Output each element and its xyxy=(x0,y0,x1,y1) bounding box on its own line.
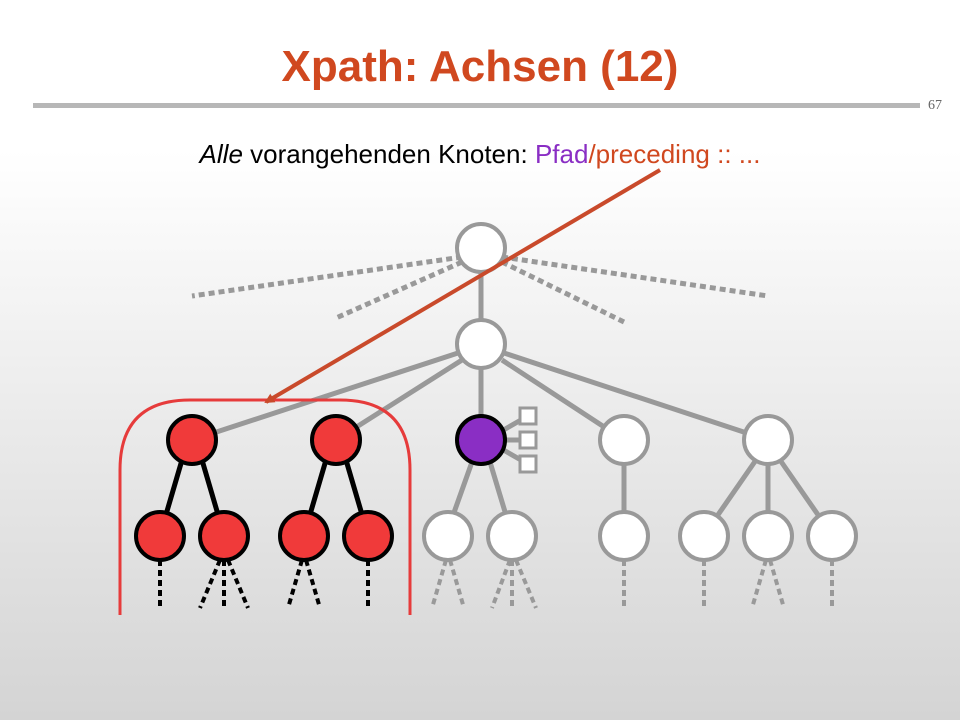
attribute-nodes xyxy=(518,406,538,474)
edge-parent-child1 xyxy=(191,350,459,443)
descendant-node xyxy=(422,510,474,562)
subtitle: Alle vorangehenden Knoten: Pfad/precedin… xyxy=(0,139,960,170)
subtitle-slash: / xyxy=(588,139,596,169)
root-node xyxy=(455,222,507,274)
attribute-node xyxy=(518,430,538,450)
preceding-node xyxy=(278,510,330,562)
black-dotted-leaves xyxy=(158,559,370,609)
subtitle-italic-word: Alle xyxy=(199,139,243,169)
preceding-node xyxy=(198,510,250,562)
preceding-node xyxy=(310,414,362,466)
edge-parent-child5 xyxy=(503,350,769,443)
following-node xyxy=(598,510,650,562)
following-node xyxy=(742,414,794,466)
parent-node xyxy=(455,318,507,370)
following-node xyxy=(806,510,858,562)
subtitle-text: vorangehenden Knoten: xyxy=(242,139,535,169)
root-branch-near-right xyxy=(500,259,626,325)
page-number: 67 xyxy=(928,98,942,113)
title-divider xyxy=(33,103,920,108)
descendant-node xyxy=(486,510,538,562)
context-node xyxy=(455,414,507,466)
tree-nodes xyxy=(134,222,858,562)
preceding-edges xyxy=(157,459,371,536)
attribute-node xyxy=(518,406,538,426)
tree-edges xyxy=(191,272,835,537)
subtitle-path-word: Pfad xyxy=(534,139,589,169)
root-branch-far-left xyxy=(191,254,463,299)
root-branch-near-left xyxy=(334,259,464,321)
subtitle-axis-expression: preceding :: ... xyxy=(595,139,761,169)
preceding-node xyxy=(166,414,218,466)
attribute-node xyxy=(518,454,538,474)
following-node xyxy=(742,510,794,562)
root-dotted-branches xyxy=(191,254,769,325)
gray-dotted-leaves xyxy=(430,559,834,609)
slide-title: Xpath: Achsen (12) xyxy=(281,42,679,91)
preceding-node xyxy=(134,510,186,562)
following-node xyxy=(678,510,730,562)
root-branch-far-right xyxy=(501,254,769,299)
following-node xyxy=(598,414,650,466)
preceding-node xyxy=(342,510,394,562)
axis-arrow xyxy=(264,168,662,404)
